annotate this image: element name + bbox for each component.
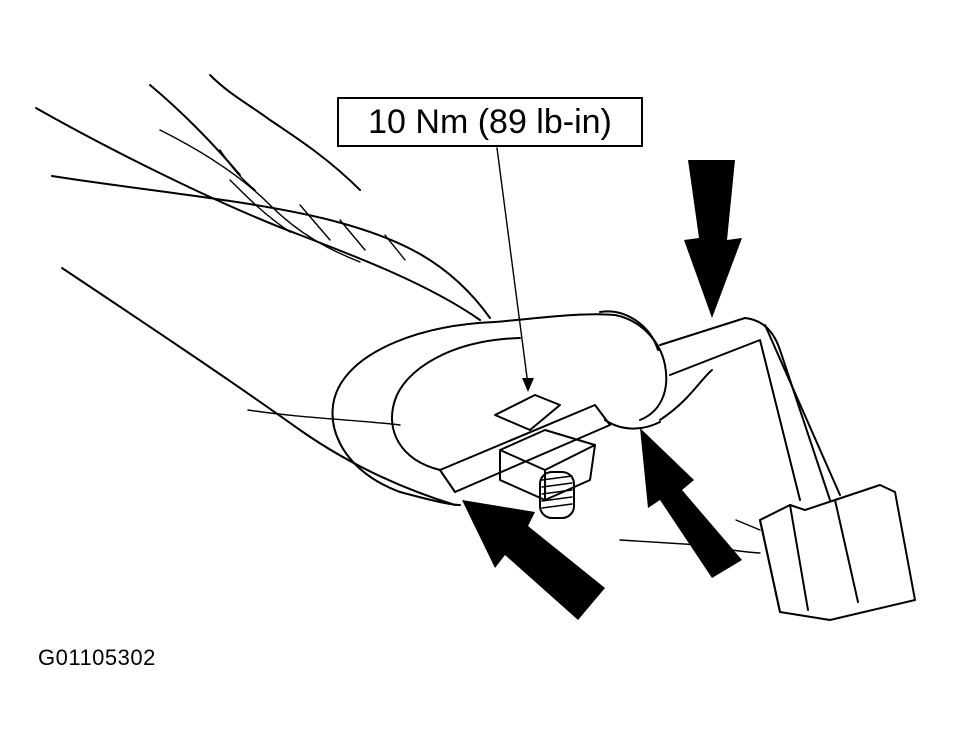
arrow-up-right-icon bbox=[640, 428, 742, 578]
nut-and-stud bbox=[494, 394, 596, 519]
housing-outline bbox=[35, 74, 491, 506]
arrow-up-left-icon bbox=[462, 500, 605, 620]
callout-leader bbox=[496, 147, 529, 386]
bracket bbox=[439, 317, 841, 501]
figure-code: G01105302 bbox=[38, 645, 156, 670]
torque-callout-label: 10 Nm (89 lb-in) bbox=[337, 97, 643, 147]
hose bbox=[331, 310, 668, 506]
arrow-down-icon bbox=[684, 160, 742, 318]
leader-arrowhead bbox=[522, 378, 534, 392]
connector bbox=[619, 484, 916, 621]
